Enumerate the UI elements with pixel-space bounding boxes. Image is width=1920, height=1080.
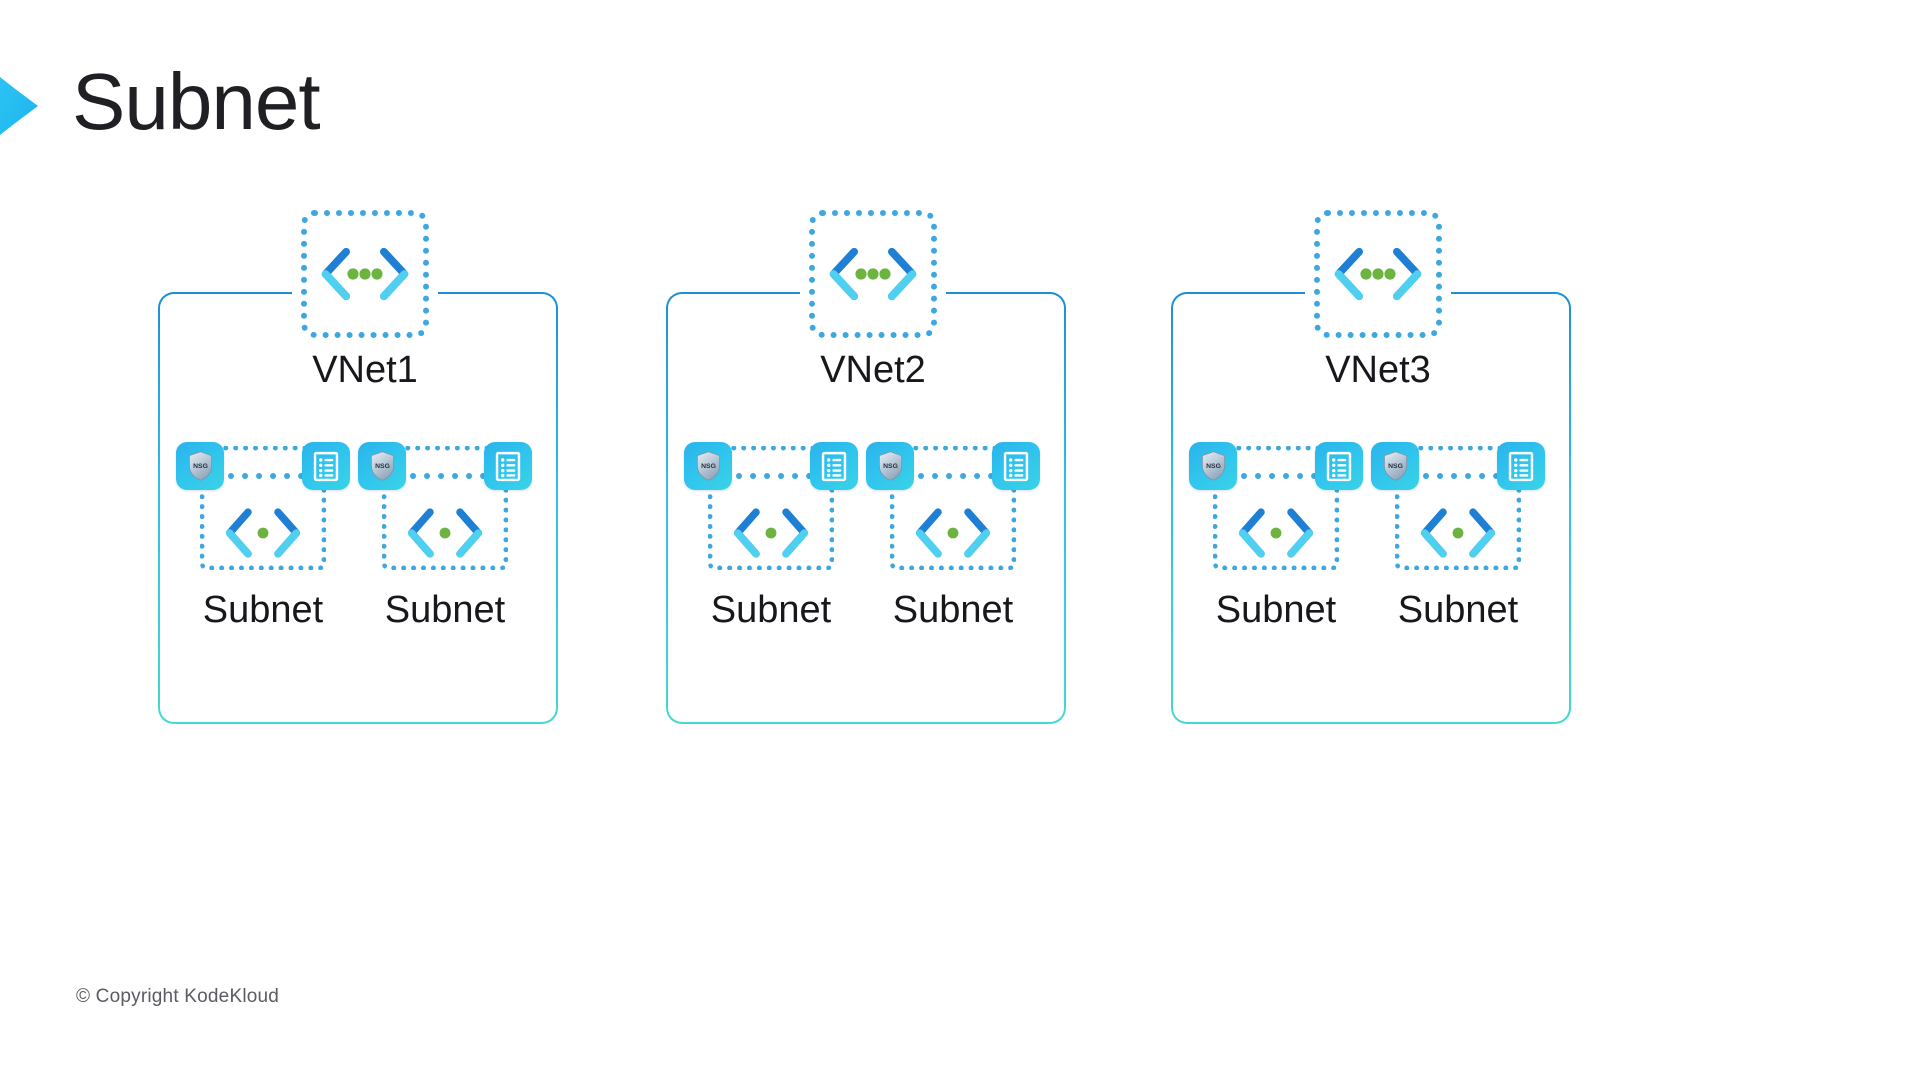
subnet-row: Subnet Subnet xyxy=(666,422,1066,722)
rules-list-icon xyxy=(495,451,521,482)
subnet-boundary xyxy=(1395,446,1521,570)
subnet-chevron-icon xyxy=(913,508,993,558)
subnet-chevron-icon xyxy=(405,508,485,558)
nsg-tile[interactable] xyxy=(1189,442,1237,490)
nsg-rules-connector xyxy=(904,466,1002,472)
subnet-label: Subnet xyxy=(202,589,324,631)
nsg-rules-connector xyxy=(396,466,494,472)
vnet-container xyxy=(666,292,1066,724)
subnet-label: Subnet xyxy=(384,589,506,631)
rules-tile[interactable] xyxy=(1497,442,1545,490)
subnet-chevron-icon xyxy=(1236,508,1316,558)
vnet-label: VNet3 xyxy=(1325,349,1431,391)
chevron-right-icon xyxy=(0,76,38,136)
nsg-rules-connector xyxy=(722,466,820,472)
subnet: Subnet xyxy=(1189,422,1363,672)
nsg-shield-icon xyxy=(369,450,396,482)
rules-tile[interactable] xyxy=(1315,442,1363,490)
subnet-glyph-icon xyxy=(223,508,303,564)
vnet-icon[interactable] xyxy=(1314,210,1442,338)
rules-tile[interactable] xyxy=(302,442,350,490)
subnet-row: Subnet Subnet xyxy=(1171,422,1571,722)
subnet: Subnet xyxy=(358,422,532,672)
dotted-line-icon xyxy=(214,473,312,479)
nsg-shield-icon xyxy=(1382,450,1409,482)
vnet-glyph-icon xyxy=(825,246,921,302)
subnet-glyph-icon xyxy=(1418,508,1498,564)
subnet-row: Subnet Subnet xyxy=(158,422,558,722)
vnet-glyph-icon xyxy=(317,246,413,302)
nsg-tile[interactable] xyxy=(176,442,224,490)
rules-list-icon xyxy=(821,451,847,482)
subnet-chevron-icon xyxy=(223,508,303,558)
nsg-tile[interactable] xyxy=(358,442,406,490)
rules-list-icon xyxy=(1326,451,1352,482)
vnet-container-inner xyxy=(1173,294,1569,722)
subnet-label: Subnet xyxy=(710,589,832,631)
dotted-line-icon xyxy=(1227,473,1325,479)
subnet-boundary xyxy=(382,446,508,570)
nsg-shield-icon xyxy=(1200,450,1227,482)
subnet-label: Subnet xyxy=(892,589,1014,631)
subnet-chevron-icon xyxy=(1418,508,1498,558)
dotted-line-icon xyxy=(722,473,820,479)
vnet-container xyxy=(1171,292,1571,724)
subnet-boundary xyxy=(890,446,1016,570)
rules-list-icon xyxy=(313,451,339,482)
subnet-glyph-icon xyxy=(405,508,485,564)
subnet-boundary xyxy=(708,446,834,570)
rules-list-icon xyxy=(1508,451,1534,482)
nsg-rules-connector xyxy=(1409,466,1507,472)
rules-tile[interactable] xyxy=(810,442,858,490)
subnet: Subnet xyxy=(1371,422,1545,672)
page-title: Subnet xyxy=(72,57,321,146)
subnet-glyph-icon xyxy=(731,508,811,564)
nsg-shield-icon xyxy=(187,450,214,482)
subnet: Subnet xyxy=(684,422,858,672)
dotted-line-icon xyxy=(396,473,494,479)
subnet-boundary xyxy=(200,446,326,570)
nsg-tile[interactable] xyxy=(866,442,914,490)
vnet-icon[interactable] xyxy=(301,210,429,338)
dotted-line-icon xyxy=(1409,473,1507,479)
rules-tile[interactable] xyxy=(484,442,532,490)
dotted-line-icon xyxy=(904,473,1002,479)
subnet-glyph-icon xyxy=(1236,508,1316,564)
vnet-glyph-icon xyxy=(1330,246,1426,302)
subnet-boundary xyxy=(1213,446,1339,570)
nsg-tile[interactable] xyxy=(1371,442,1419,490)
subnet-chevron-icon xyxy=(731,508,811,558)
copyright-notice: © Copyright KodeKloud xyxy=(76,986,280,1007)
vnet-label: VNet2 xyxy=(820,349,926,391)
nsg-rules-connector xyxy=(214,466,312,472)
vnet-container-inner xyxy=(160,294,556,722)
vnet-icon[interactable] xyxy=(809,210,937,338)
vnet-container-inner xyxy=(668,294,1064,722)
vnet-container xyxy=(158,292,558,724)
vnet-label: VNet1 xyxy=(312,349,418,391)
subnet-label: Subnet xyxy=(1215,589,1337,631)
rules-tile[interactable] xyxy=(992,442,1040,490)
subnet-glyph-icon xyxy=(913,508,993,564)
subnet: Subnet xyxy=(176,422,350,672)
subnet: Subnet xyxy=(866,422,1040,672)
rules-list-icon xyxy=(1003,451,1029,482)
nsg-shield-icon xyxy=(695,450,722,482)
subnet-label: Subnet xyxy=(1397,589,1519,631)
nsg-rules-connector xyxy=(1227,466,1325,472)
nsg-tile[interactable] xyxy=(684,442,732,490)
nsg-shield-icon xyxy=(877,450,904,482)
